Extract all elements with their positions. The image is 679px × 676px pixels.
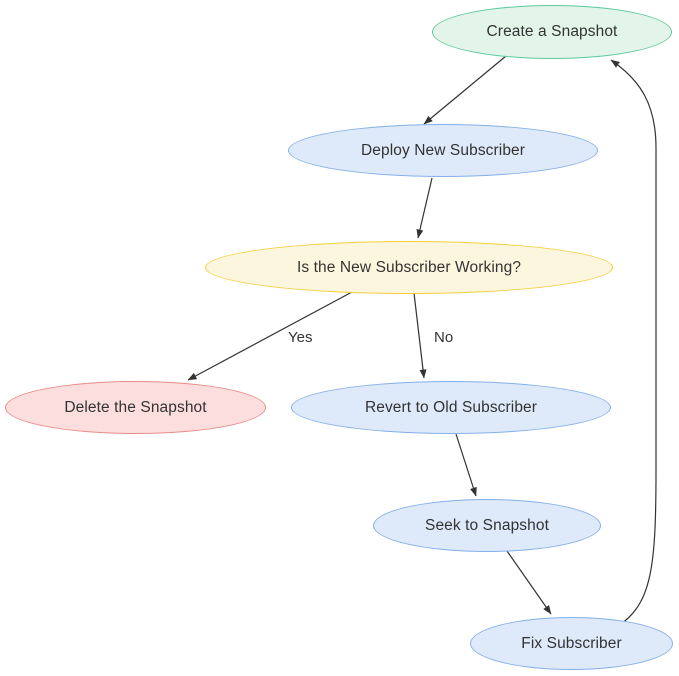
edge-label-no: No — [434, 329, 454, 346]
node-seek-to-snapshot[interactable]: Seek to Snapshot — [373, 499, 601, 552]
edge-label-yes: Yes — [288, 329, 313, 346]
node-is-the-new-subscriber-working[interactable]: Is the New Subscriber Working? — [205, 241, 613, 294]
edge-revert-to-seek — [455, 433, 477, 497]
node-label: Is the New Subscriber Working? — [296, 258, 522, 276]
node-label: Deploy New Subscriber — [360, 141, 526, 159]
node-deploy-new-subscriber[interactable]: Deploy New Subscriber — [288, 124, 598, 177]
node-label: Create a Snapshot — [486, 23, 618, 41]
node-label: Revert to Old Subscriber — [364, 398, 538, 416]
node-fix-subscriber[interactable]: Fix Subscriber — [470, 617, 673, 670]
node-label: Fix Subscriber — [521, 634, 622, 652]
edge-working-to-revert — [413, 292, 427, 379]
edge-fix-to-create — [610, 59, 657, 627]
edge-seek-to-fix — [506, 550, 552, 615]
node-label: Delete the Snapshot — [64, 398, 207, 416]
edge-create-to-deploy — [423, 55, 507, 125]
edge-deploy-to-working — [416, 177, 433, 239]
node-delete-the-snapshot[interactable]: Delete the Snapshot — [5, 381, 266, 434]
node-revert-to-old-subscriber[interactable]: Revert to Old Subscriber — [291, 381, 611, 434]
node-label: Seek to Snapshot — [425, 516, 549, 534]
edge-working-to-delete — [187, 291, 353, 381]
node-create-a-snapshot[interactable]: Create a Snapshot — [432, 5, 672, 59]
